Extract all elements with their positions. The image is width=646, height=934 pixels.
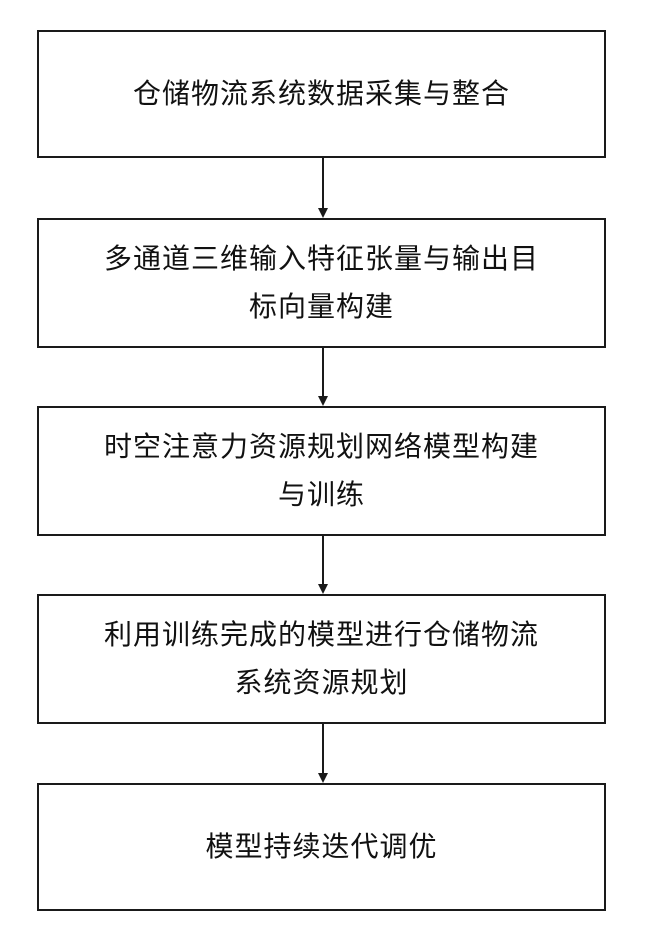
arrow-head-icon — [318, 396, 328, 406]
process-box-1-label: 仓储物流系统数据采集与整合 — [92, 70, 552, 118]
arrow-shaft — [322, 536, 324, 584]
process-box-4-label: 利用训练完成的模型进行仓储物流系统资源规划 — [92, 611, 552, 707]
arrow-head-icon — [318, 773, 328, 783]
process-box-3-label: 时空注意力资源规划网络模型构建与训练 — [92, 423, 552, 519]
arrow-shaft — [322, 158, 324, 208]
process-box-1: 仓储物流系统数据采集与整合 — [37, 30, 606, 158]
flow-arrow-2 — [318, 348, 328, 406]
process-box-3: 时空注意力资源规划网络模型构建与训练 — [37, 406, 606, 536]
flow-arrow-3 — [318, 536, 328, 594]
arrow-shaft — [322, 348, 324, 396]
process-box-2-label: 多通道三维输入特征张量与输出目标向量构建 — [92, 235, 552, 331]
arrow-head-icon — [318, 584, 328, 594]
process-box-2: 多通道三维输入特征张量与输出目标向量构建 — [37, 218, 606, 348]
flow-arrow-4 — [318, 724, 328, 783]
process-box-4: 利用训练完成的模型进行仓储物流系统资源规划 — [37, 594, 606, 724]
flow-arrow-1 — [318, 158, 328, 218]
arrow-shaft — [322, 724, 324, 773]
arrow-head-icon — [318, 208, 328, 218]
process-box-5-label: 模型持续迭代调优 — [92, 823, 552, 871]
process-box-5: 模型持续迭代调优 — [37, 783, 606, 911]
